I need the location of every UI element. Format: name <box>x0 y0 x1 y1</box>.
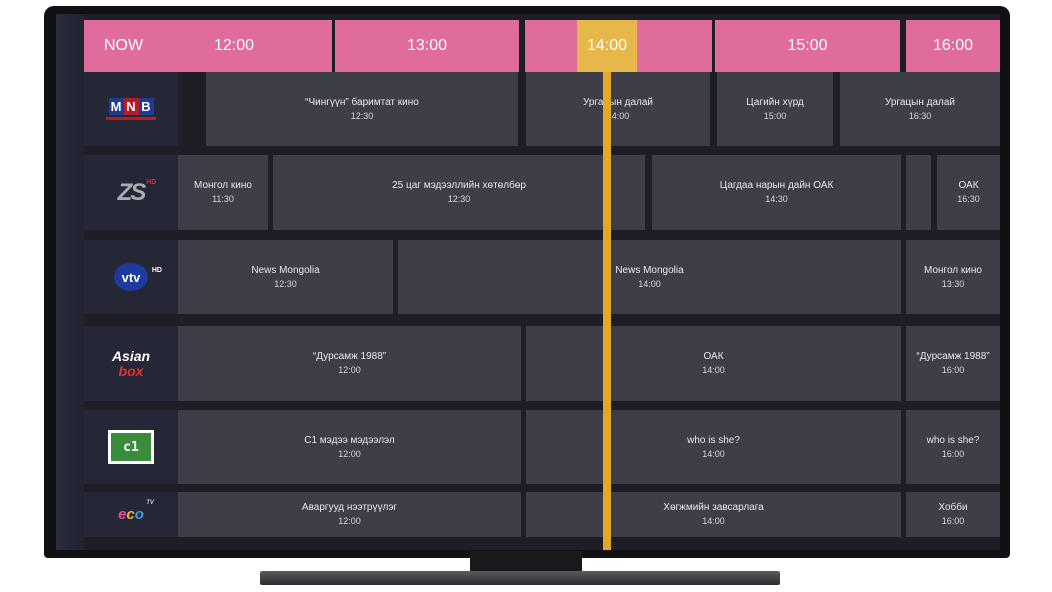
program-time: 12:30 <box>274 278 297 289</box>
program-title: Цагийн хүрд <box>746 96 804 108</box>
program-time: 12:00 <box>338 365 361 375</box>
program-time: 16:30 <box>957 194 980 204</box>
time-slot-1600[interactable]: 16:00 <box>906 20 1000 72</box>
program-time: 11:30 <box>212 194 234 204</box>
program-title: Цагдаа нарын дайн ОАК <box>719 180 834 191</box>
program-cell[interactable]: Цагийн хүрд 15:00 <box>717 72 833 146</box>
program-time: 16:00 <box>941 448 965 459</box>
program-time: 16:00 <box>941 365 965 375</box>
tv-stand-neck <box>470 551 582 573</box>
current-time-line <box>603 72 611 550</box>
program-title: Ургацын далай <box>884 96 956 108</box>
program-cell[interactable]: Аваргууд нээтрүүлэг 12:00 <box>178 492 521 537</box>
tv-stand-base <box>260 571 780 585</box>
program-cell[interactable]: ОАК 14:00 <box>526 326 901 401</box>
program-title: Хобби <box>938 502 968 513</box>
time-label-1600: 16:00 <box>932 37 974 54</box>
program-title: 25 цаг мэдээллийн хөтөлбөр <box>392 180 526 191</box>
program-title: Монгол кино <box>924 264 982 276</box>
time-label-1300: 13:00 <box>406 37 448 54</box>
program-cell[interactable]: “Дурсамж 1988” 12:00 <box>178 326 521 401</box>
time-slot-1300[interactable]: 13:00 <box>335 20 519 72</box>
program-cell[interactable] <box>906 155 931 230</box>
time-label-1200: 12:00 <box>214 37 255 54</box>
program-time: 12:00 <box>338 448 361 459</box>
program-title: С1 мэдээ мэдээлэл <box>304 434 395 446</box>
program-title: “Дурсамж 1988” <box>916 351 990 362</box>
program-time: 16:00 <box>941 516 965 526</box>
program-time: 14:00 <box>702 448 725 459</box>
program-cell[interactable]: News Mongolia 14:00 <box>398 240 901 314</box>
current-time-marker: 14:00 <box>577 20 637 72</box>
channel-row-c1: c1 С1 мэдээ мэдээлэл 12:00 who is she? 1… <box>84 410 1000 484</box>
channel-logo-c1[interactable]: c1 <box>84 410 178 484</box>
now-label: NOW <box>104 37 144 54</box>
program-title: News Mongolia <box>615 264 684 276</box>
time-slot-1400[interactable]: 14:00 <box>525 20 712 72</box>
time-label-1500: 15:00 <box>787 37 828 54</box>
program-time: 13:30 <box>941 278 965 289</box>
time-header: NOW 12:00 13:00 14:00 15:00 16:00 <box>84 20 1000 72</box>
program-time: 14:00 <box>606 110 630 121</box>
program-time: 12:30 <box>447 194 471 204</box>
program-time: 12:30 <box>350 110 374 121</box>
program-title: “Чингүүн” баримтат кино <box>305 96 419 108</box>
side-strip <box>56 14 84 550</box>
program-time: 14:30 <box>765 194 788 204</box>
program-title: “Дурсамж 1988” <box>312 351 387 362</box>
program-cell[interactable]: “Чингүүн” баримтат кино 12:30 <box>206 72 518 146</box>
time-label-1400: 14:00 <box>586 37 628 54</box>
program-title: ОАК <box>703 351 724 362</box>
program-time: 12:00 <box>338 516 361 526</box>
program-cell[interactable]: Хобби 16:00 <box>906 492 1000 537</box>
program-cell[interactable]: Монгол кино 13:30 <box>906 240 1000 314</box>
program-title: News Mongolia <box>251 264 320 276</box>
program-cell[interactable]: Монгол кино 11:30 <box>178 155 268 230</box>
program-cell[interactable]: who is she? 16:00 <box>906 410 1000 484</box>
program-cell[interactable]: ОАК 16:30 <box>937 155 1000 230</box>
program-cell[interactable]: Ургацын далай 14:00 <box>526 72 710 146</box>
program-title: who is she? <box>687 434 740 446</box>
time-slot-1500[interactable]: 15:00 <box>715 20 900 72</box>
c1-logo-icon: c1 <box>108 430 154 464</box>
program-cell[interactable]: Цагдаа нарын дайн ОАК 14:30 <box>652 155 901 230</box>
program-cell[interactable]: Ургацын далай 16:30 <box>840 72 1000 146</box>
program-cell[interactable]: С1 мэдээ мэдээлэл 12:00 <box>178 410 521 484</box>
program-cell[interactable]: 25 цаг мэдээллийн хөтөлбөр 12:30 <box>273 155 645 230</box>
program-cell[interactable]: News Mongolia 12:30 <box>178 240 393 314</box>
program-title: ОАК <box>958 180 979 191</box>
program-title: Монгол кино <box>194 180 252 191</box>
now-header-cell[interactable]: NOW 12:00 <box>84 20 332 72</box>
program-title: Аваргууд нээтрүүлэг <box>301 502 398 513</box>
program-time: 16:30 <box>908 110 932 121</box>
program-time: 14:00 <box>702 516 725 526</box>
program-time: 15:00 <box>763 110 787 121</box>
program-title: Ургацын далай <box>582 96 654 108</box>
program-title: who is she? <box>926 434 980 446</box>
program-title: Хөгжмийн завсарлага <box>663 502 764 513</box>
program-time: 14:00 <box>638 278 661 289</box>
program-cell[interactable]: Хөгжмийн завсарлага 14:00 <box>526 492 901 537</box>
program-cell[interactable]: “Дурсамж 1988” 16:00 <box>906 326 1000 401</box>
program-time: 14:00 <box>702 365 725 375</box>
program-cell[interactable]: who is she? 14:00 <box>526 410 901 484</box>
